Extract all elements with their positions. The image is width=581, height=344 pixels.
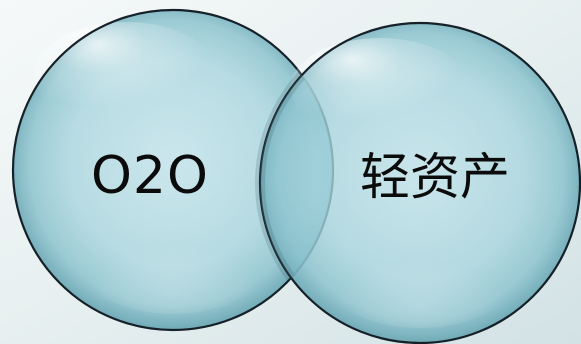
left-circle-glow — [77, 206, 269, 314]
right-circle-highlight — [290, 38, 470, 138]
left-circle-highlight — [34, 22, 218, 126]
left-circle — [11, 8, 335, 332]
right-circle-label: 轻资产 — [360, 148, 510, 206]
overlap-edge-shade — [255, 18, 333, 330]
right-circle — [258, 21, 581, 344]
left-circle-label: O2O — [91, 146, 209, 206]
right-circle-outline — [258, 21, 581, 344]
right-circle-glow — [324, 220, 516, 328]
venn-overlap — [255, 18, 333, 330]
